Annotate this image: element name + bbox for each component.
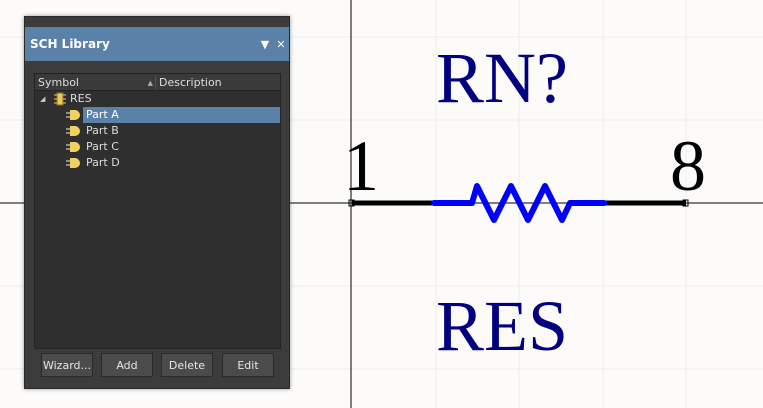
delete-button[interactable]: Delete	[161, 353, 213, 377]
column-symbol-label: Symbol	[38, 75, 79, 89]
part-icon	[66, 158, 80, 168]
pin-8-hotspot	[682, 199, 689, 207]
panel-close-icon[interactable]: ✕	[276, 37, 286, 51]
component-tree[interactable]: Symbol▲ Description ◢ RES Part A Part B …	[34, 73, 281, 349]
panel-titlebar[interactable]: SCH Library ▼ ✕	[25, 27, 289, 61]
panel-menu-icon[interactable]: ▼	[260, 37, 270, 51]
designator-label[interactable]: RN?	[436, 38, 568, 118]
component-icon	[54, 92, 66, 106]
tree-item-part-d[interactable]: Part D	[35, 155, 280, 171]
resistor-body[interactable]	[431, 183, 607, 223]
part-label: Part D	[86, 156, 120, 169]
comment-label[interactable]: RES	[436, 286, 569, 366]
column-description-label: Description	[159, 75, 222, 89]
tree-item-part-c[interactable]: Part C	[35, 139, 280, 155]
component-name: RES	[70, 92, 92, 105]
part-icon	[66, 126, 80, 136]
wizard-button[interactable]: Wizard...	[41, 353, 93, 377]
sort-ascending-icon: ▲	[147, 78, 153, 87]
part-label: Part B	[86, 124, 119, 137]
sch-library-panel: SCH Library ▼ ✕ Symbol ▲ Description ◢ RE…	[24, 16, 290, 389]
column-symbol[interactable]: Symbol ▲	[35, 76, 155, 89]
add-button[interactable]: Add	[101, 353, 153, 377]
tree-item-part-b[interactable]: Part B	[35, 123, 280, 139]
part-label: Part C	[86, 140, 119, 153]
panel-title: SCH Library	[30, 37, 110, 51]
part-icon	[66, 142, 80, 152]
pin-8-number: 8	[670, 126, 706, 206]
pin-1-number: 1	[343, 126, 379, 206]
part-icon	[66, 110, 80, 120]
tree-item-part-a[interactable]: Part A	[35, 107, 280, 123]
tree-item-res[interactable]: ◢ RES	[35, 91, 280, 107]
edit-button[interactable]: Edit	[222, 353, 274, 377]
tree-header: Symbol ▲ Description	[35, 74, 280, 91]
part-label: Part A	[83, 107, 280, 123]
pin-1-hotspot	[348, 199, 355, 207]
column-description[interactable]: Description	[155, 75, 280, 89]
collapse-icon[interactable]: ◢	[40, 95, 46, 103]
